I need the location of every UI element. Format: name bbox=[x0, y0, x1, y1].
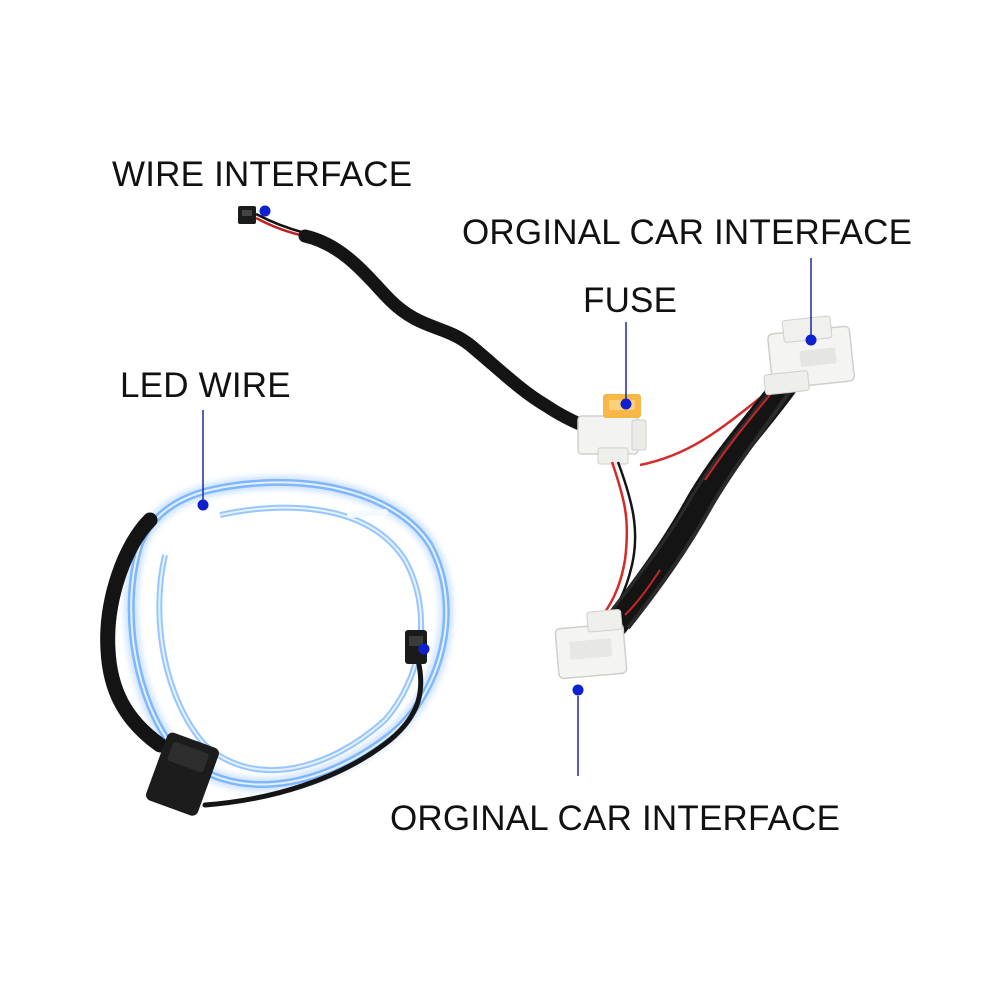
callout-wire-interface bbox=[259, 205, 271, 217]
led-wire-connector bbox=[405, 630, 427, 664]
callout-dot bbox=[259, 205, 271, 217]
callout-dot bbox=[805, 334, 817, 346]
led-wire bbox=[100, 475, 454, 816]
callout-original-car-interface-bottom bbox=[572, 684, 584, 776]
fuse-label: FUSE bbox=[583, 281, 678, 320]
callout-dot bbox=[418, 643, 430, 655]
callout-fuse bbox=[620, 322, 632, 410]
callout-dot bbox=[197, 499, 209, 511]
callout-led-wire bbox=[197, 410, 430, 655]
callout-dot bbox=[620, 398, 632, 410]
original-car-interface-bottom-label: ORGINAL CAR INTERFACE bbox=[390, 799, 841, 838]
wire-interface-connector bbox=[238, 206, 256, 224]
wire-harness bbox=[238, 206, 855, 680]
callout-original-car-interface-top bbox=[805, 258, 817, 346]
original-car-interface-top-connector bbox=[763, 315, 855, 396]
original-car-interface-bottom-connector bbox=[554, 609, 628, 680]
inverter-box bbox=[146, 732, 219, 816]
wire-interface-label: WIRE INTERFACE bbox=[112, 155, 413, 194]
fuse-holder bbox=[577, 415, 647, 465]
led-wire-label: LED WIRE bbox=[120, 366, 291, 405]
original-car-interface-top-label: ORGINAL CAR INTERFACE bbox=[462, 213, 913, 252]
callout-dot bbox=[572, 684, 584, 696]
